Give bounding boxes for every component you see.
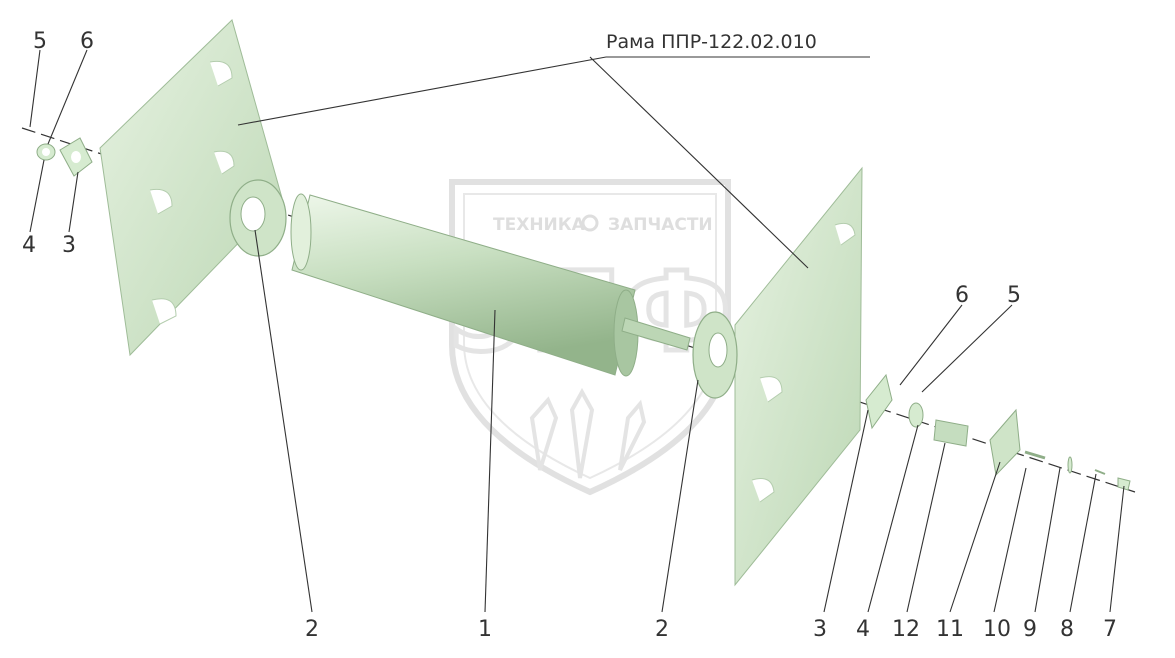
left-flange-and-ring xyxy=(36,137,93,177)
label-bottom-11: 11 xyxy=(936,617,964,642)
label-right-5: 5 xyxy=(1007,283,1021,308)
gear-icon xyxy=(581,214,599,232)
label-bottom-2b: 2 xyxy=(655,617,669,642)
label-bottom-9: 9 xyxy=(1023,617,1037,642)
watermark-text-right: ЗАПЧАСТИ xyxy=(608,215,713,235)
label-left-3: 3 xyxy=(62,233,76,258)
leader-lines xyxy=(29,49,1125,613)
roller xyxy=(290,193,691,377)
label-bottom-2a: 2 xyxy=(305,617,319,642)
label-bottom-1: 1 xyxy=(478,617,492,642)
watermark-text-left: ТЕХНИКА xyxy=(493,215,586,235)
right-parts xyxy=(865,373,1131,491)
assembly-title: Рама ППР-122.02.010 xyxy=(606,31,817,53)
part-labels: 5 6 4 3 6 5 2 1 2 3 4 12 11 10 9 8 7 xyxy=(22,29,1117,642)
left-washer xyxy=(229,179,287,257)
label-bottom-12: 12 xyxy=(892,617,920,642)
label-bottom-3: 3 xyxy=(813,617,827,642)
label-right-6: 6 xyxy=(955,283,969,308)
label-top-left-6: 6 xyxy=(80,29,94,54)
left-frame-plate xyxy=(99,19,283,357)
label-top-left-5: 5 xyxy=(33,29,47,54)
label-left-4: 4 xyxy=(22,233,36,258)
label-bottom-7: 7 xyxy=(1103,617,1117,642)
right-washer xyxy=(692,311,738,399)
label-bottom-10: 10 xyxy=(983,617,1011,642)
label-bottom-8: 8 xyxy=(1060,617,1074,642)
right-frame-plate xyxy=(734,166,863,587)
label-bottom-4: 4 xyxy=(856,617,870,642)
